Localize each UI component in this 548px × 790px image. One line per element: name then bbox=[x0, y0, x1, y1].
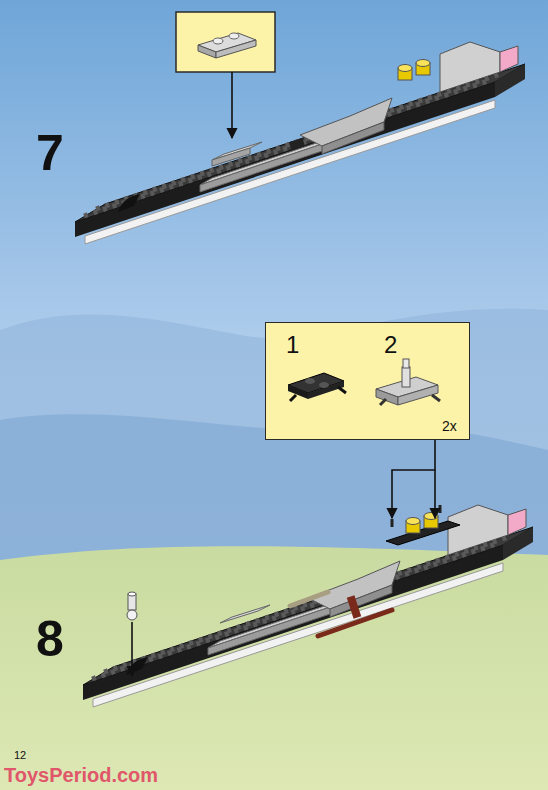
lego-model-shape bbox=[448, 505, 508, 555]
quantity-label: 2x bbox=[442, 419, 457, 433]
step-number: 8 bbox=[36, 614, 64, 664]
lego-model-shape bbox=[212, 148, 250, 166]
lego-model-shape bbox=[289, 138, 305, 150]
lego-model-shape bbox=[391, 519, 394, 527]
parts-callout-shape bbox=[231, 72, 233, 138]
callout-number: 1 bbox=[286, 333, 299, 357]
lego-model-shape bbox=[104, 536, 511, 672]
lego-model-shape bbox=[85, 100, 495, 244]
pin-part-shape bbox=[127, 610, 137, 620]
callout-arrows-shape bbox=[434, 470, 436, 518]
lego-model-shape bbox=[440, 42, 500, 92]
lego-model-shape bbox=[439, 505, 442, 513]
parts-callout bbox=[176, 12, 275, 138]
callout-arrows bbox=[392, 440, 435, 518]
lego-model-shape bbox=[83, 527, 533, 685]
lego-model-shape bbox=[75, 82, 495, 237]
background-shape bbox=[0, 546, 548, 790]
parts-callout-shape bbox=[213, 38, 223, 44]
lego-model-shape bbox=[200, 138, 340, 192]
lego-model-shape bbox=[208, 601, 348, 655]
lego-model-shape bbox=[424, 513, 438, 520]
parts-callout-shape bbox=[176, 12, 275, 72]
lego-model-shape bbox=[406, 518, 420, 525]
lego-model-shape bbox=[118, 194, 140, 212]
pin-part-shape bbox=[128, 592, 136, 596]
callout-arrows-shape bbox=[392, 440, 435, 518]
lego-model bbox=[75, 42, 525, 244]
lego-model-shape bbox=[92, 543, 499, 679]
lego-model-shape bbox=[93, 563, 503, 707]
lego-model-shape bbox=[75, 64, 525, 222]
lego-model-shape bbox=[508, 509, 526, 535]
parts-callout-shape bbox=[229, 33, 239, 39]
page-number: 12 bbox=[14, 750, 26, 761]
parts-callout-shape bbox=[198, 45, 216, 58]
lego-model-shape bbox=[96, 73, 503, 209]
lego-model-shape bbox=[386, 521, 460, 545]
lego-model-shape bbox=[84, 80, 491, 216]
plate-with-pin bbox=[376, 359, 440, 405]
lego-model-shape bbox=[83, 545, 503, 700]
lever-parts-shape bbox=[347, 595, 361, 618]
lego-model-shape bbox=[126, 657, 148, 675]
background-shape bbox=[0, 309, 548, 560]
pin-part-shape bbox=[131, 622, 133, 676]
lego-model-shape bbox=[398, 65, 412, 72]
lego-model-shape bbox=[220, 605, 270, 623]
pin-part bbox=[127, 592, 137, 676]
plate-with-clips bbox=[288, 373, 346, 401]
callout-number: 2 bbox=[384, 333, 397, 357]
lever-parts bbox=[290, 592, 392, 636]
lego-model bbox=[83, 505, 533, 707]
watermark: ToysPeriod.com bbox=[4, 765, 158, 785]
step-number: 7 bbox=[36, 128, 64, 178]
lego-model-shape bbox=[322, 122, 384, 154]
parts-callout: 1 2 2x bbox=[265, 322, 470, 440]
lego-model-shape bbox=[500, 46, 518, 72]
lever-parts-shape bbox=[290, 592, 328, 606]
lego-model-shape bbox=[416, 60, 430, 67]
